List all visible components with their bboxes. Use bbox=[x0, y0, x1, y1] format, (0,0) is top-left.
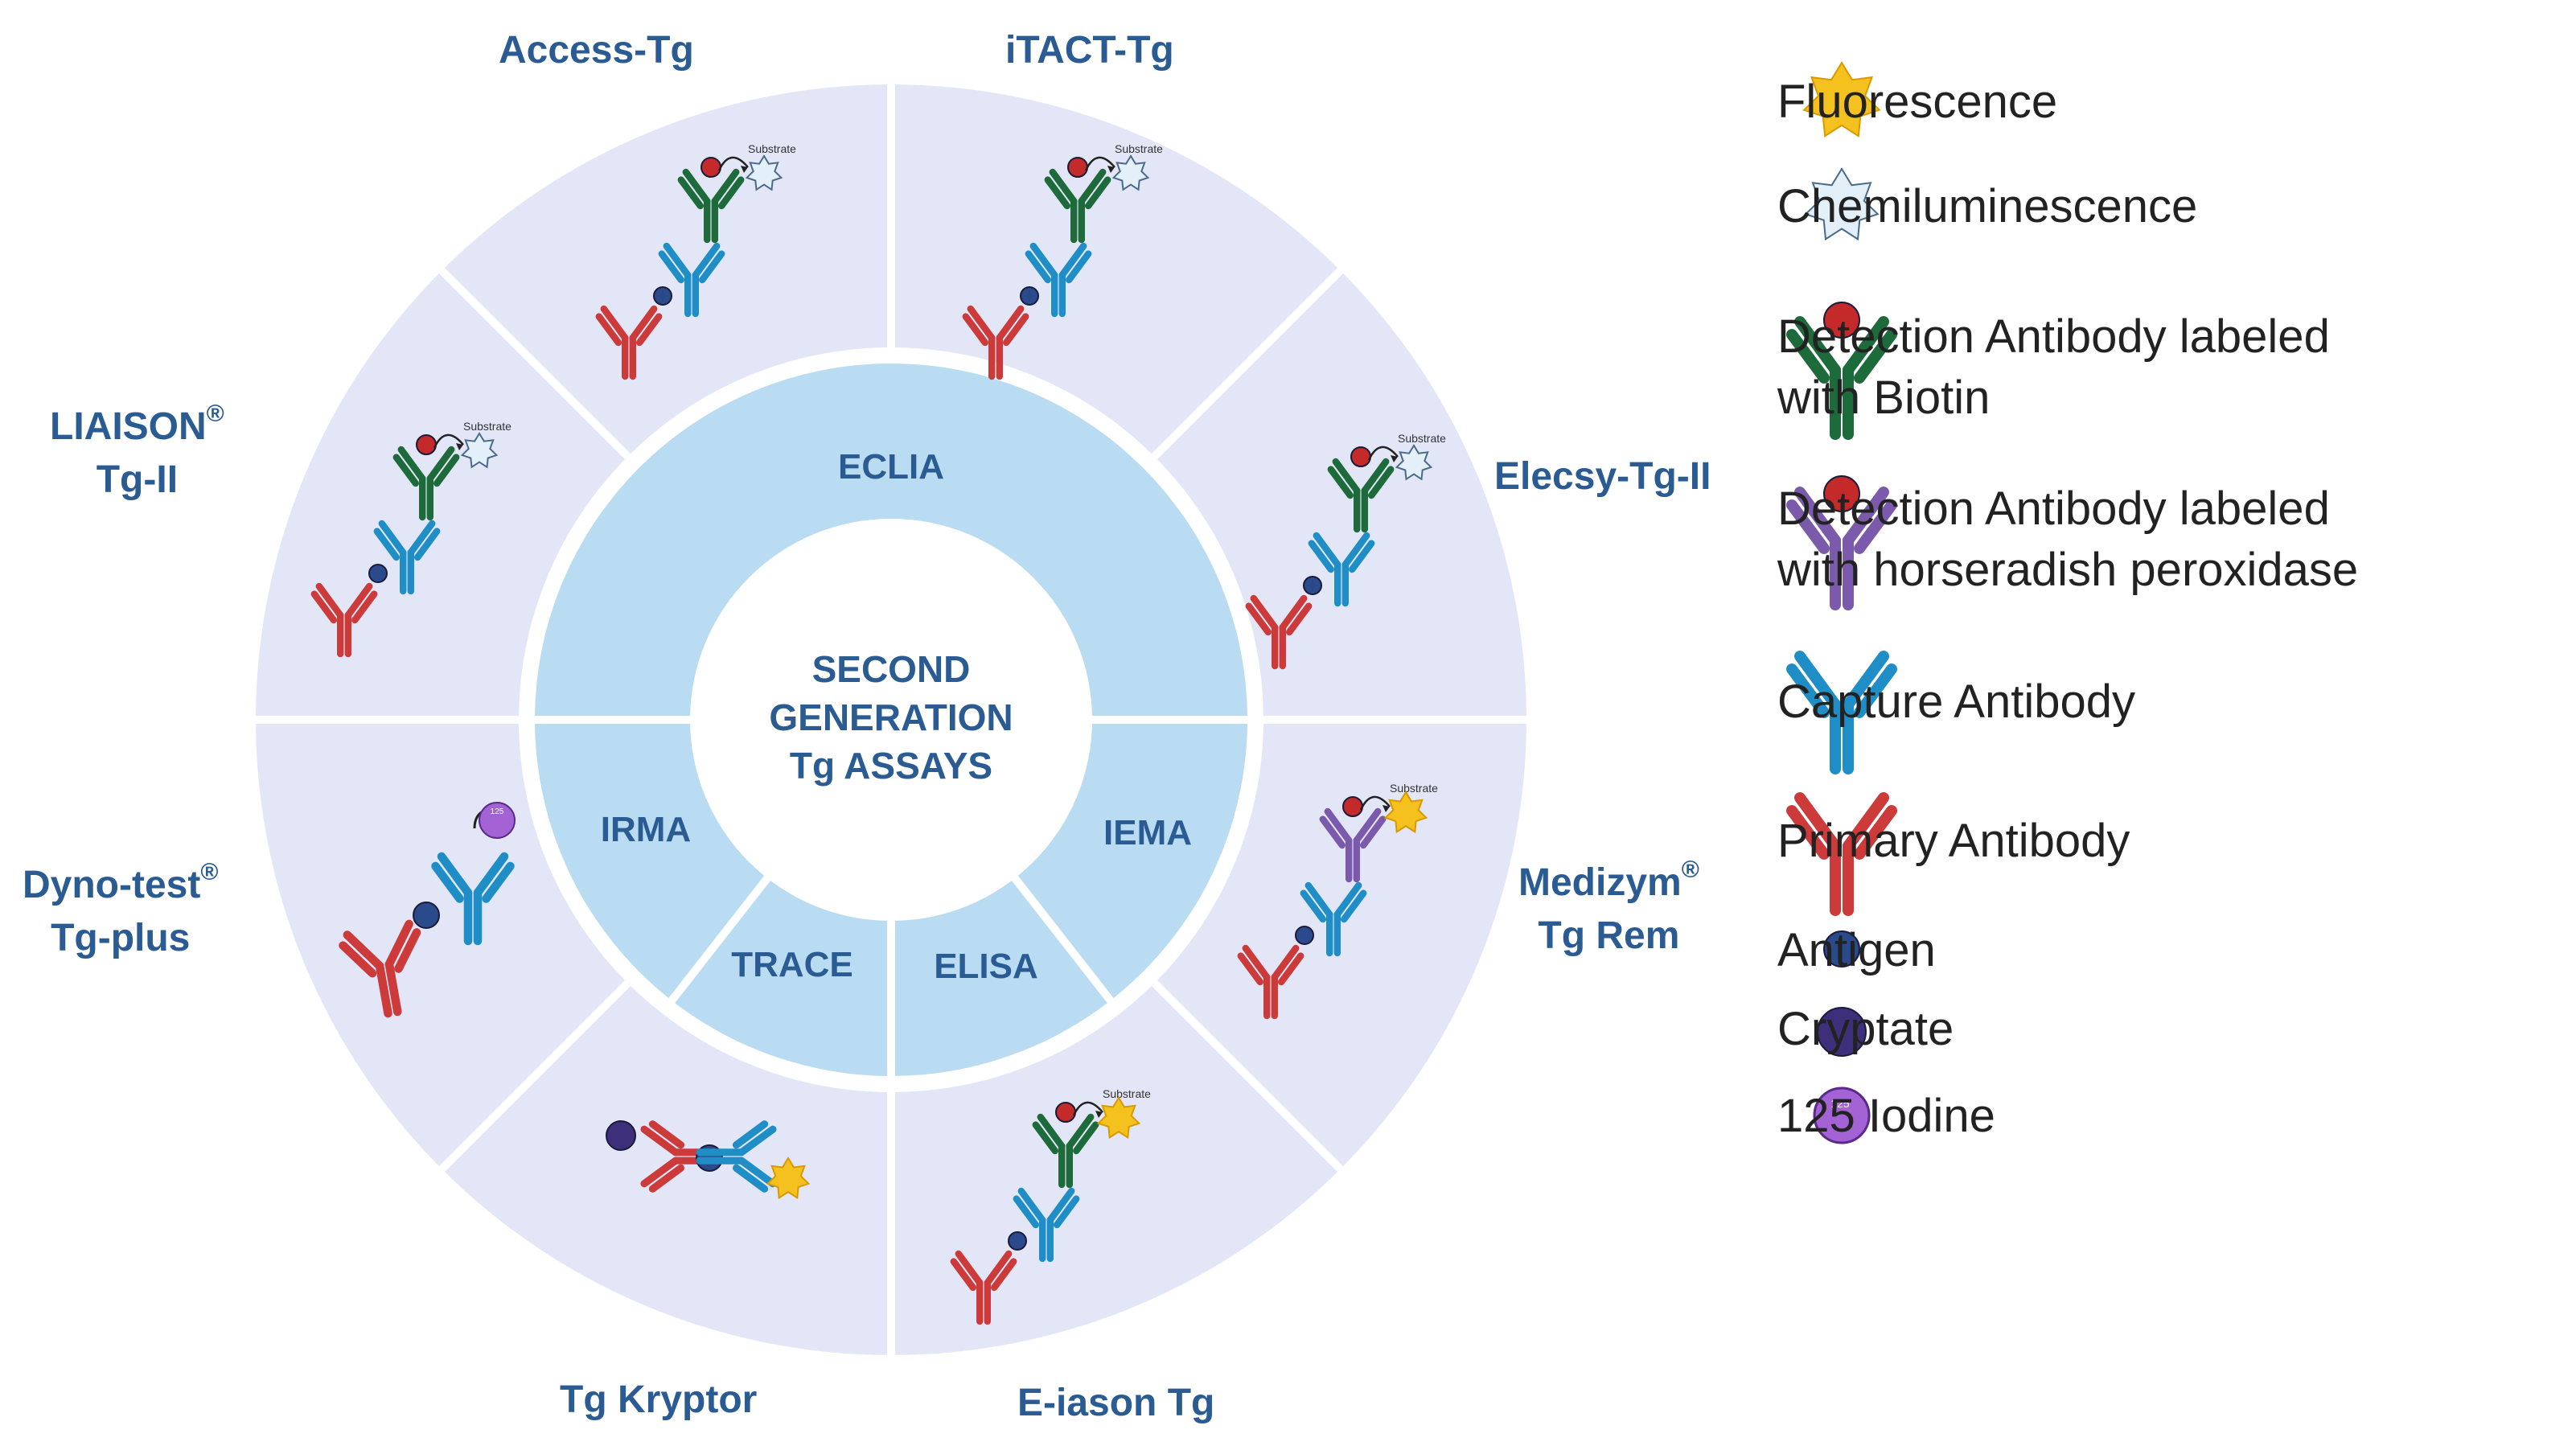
technique-label-eclia: ECLIA bbox=[838, 447, 944, 487]
antigen-icon bbox=[1021, 287, 1038, 305]
legend-label-hrp-line1: Detection Antibody labeled bbox=[1777, 479, 2330, 540]
iodine-symbol: 125 bbox=[491, 807, 504, 816]
assay-label-itact-tg: iTACT-Tg bbox=[1005, 24, 1174, 77]
legend-label-fluorescence: Fluorescence bbox=[1777, 72, 2057, 133]
assay-label-access-tg: Access-Tg bbox=[499, 24, 694, 77]
substrate-label: Substrate bbox=[748, 142, 796, 155]
detection-label-icon bbox=[701, 158, 721, 177]
assay-label-medizym-tg-rem: Medizym®Tg Rem bbox=[1518, 857, 1699, 963]
legend-label-antigen: Antigen bbox=[1777, 920, 1936, 981]
technique-label-elisa: ELISA bbox=[934, 947, 1038, 986]
detection-label-icon bbox=[1343, 797, 1362, 816]
legend-label-hrp-line2: with horseradish peroxidase bbox=[1777, 540, 2358, 601]
assay-label-tg-kryptor: Tg Kryptor bbox=[560, 1374, 757, 1427]
assay-label-e-iason-tg: E-iason Tg bbox=[1017, 1377, 1214, 1430]
technique-label-trace: TRACE bbox=[731, 945, 853, 984]
substrate-label: Substrate bbox=[1103, 1087, 1151, 1100]
antigen-icon bbox=[413, 902, 439, 928]
detection-label-icon bbox=[1056, 1103, 1075, 1122]
substrate-label: Substrate bbox=[1398, 432, 1446, 445]
legend-label-capture-antibody: Capture Antibody bbox=[1777, 672, 2135, 733]
legend-label-chemiluminescence: Chemiluminescence bbox=[1777, 176, 2197, 237]
substrate-label: Substrate bbox=[463, 420, 512, 433]
legend-label-iodine: 125 Iodine bbox=[1777, 1086, 1995, 1147]
substrate-label: Substrate bbox=[1115, 142, 1163, 155]
center-title-line: SECOND bbox=[812, 648, 971, 690]
assay-label-dyno-test-tg-plus: Dyno-test®Tg-plus bbox=[23, 859, 218, 965]
antigen-icon bbox=[1296, 926, 1313, 944]
cryptate-icon bbox=[606, 1121, 635, 1150]
antigen-icon bbox=[1009, 1232, 1026, 1250]
technique-label-iema: IEMA bbox=[1103, 813, 1192, 852]
center-title-line: GENERATION bbox=[769, 696, 1013, 738]
detection-label-icon bbox=[1068, 158, 1087, 177]
substrate-label: Substrate bbox=[1390, 782, 1438, 795]
technique-label-irma: IRMA bbox=[601, 810, 691, 849]
center-title-line: Tg ASSAYS bbox=[790, 745, 992, 787]
antigen-icon bbox=[654, 287, 672, 305]
legend-label-biotin-line1: Detection Antibody labeled bbox=[1777, 306, 2330, 368]
legend-label-primary-antibody: Primary Antibody bbox=[1777, 811, 2130, 872]
detection-label-icon bbox=[417, 435, 436, 454]
legend-label-biotin-line2: with Biotin bbox=[1777, 368, 1990, 429]
assay-label-liaison-tg-ii: LIAISON®Tg-II bbox=[50, 401, 224, 507]
legend-label-cryptate: Cryptate bbox=[1777, 999, 1954, 1060]
antigen-icon bbox=[369, 565, 387, 582]
detection-label-icon bbox=[1351, 447, 1370, 466]
assay-label-elecsy-tg-ii: Elecsy-Tg-II bbox=[1494, 450, 1711, 503]
antigen-icon bbox=[1304, 577, 1321, 594]
